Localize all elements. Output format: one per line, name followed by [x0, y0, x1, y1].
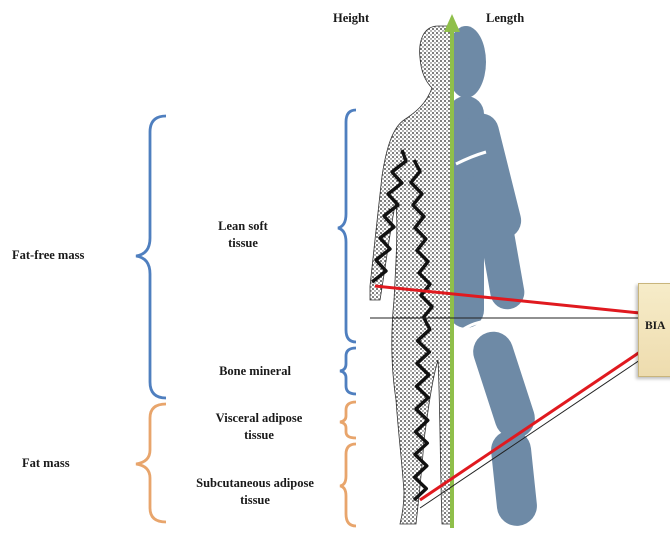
subcutaneous-adipose-bracket	[340, 444, 356, 526]
bia-device-label: BIA	[645, 318, 665, 334]
lean-soft-tissue-label-line1: Lean soft	[218, 218, 268, 234]
fat-free-mass-label: Fat-free mass	[12, 247, 84, 263]
subcutaneous-adipose-label-line2: tissue	[240, 492, 270, 508]
subcutaneous-adipose-label-line1: Subcutaneous adipose	[196, 475, 314, 491]
left-group-brackets	[136, 116, 166, 522]
length-label: Length	[486, 10, 524, 26]
bone-mineral-bracket	[340, 348, 356, 394]
visceral-adipose-label-line2: tissue	[244, 427, 274, 443]
segment-shank	[489, 428, 539, 528]
fat-mass-bracket	[136, 404, 166, 522]
visceral-adipose-label-line1: Visceral adipose	[216, 410, 303, 426]
fat-mass-label: Fat mass	[22, 455, 70, 471]
fat-free-mass-bracket	[136, 116, 166, 398]
bone-mineral-label: Bone mineral	[219, 363, 291, 379]
lean-soft-tissue-bracket	[338, 110, 356, 342]
lean-soft-tissue-label-line2: tissue	[228, 235, 258, 251]
compartment-brackets	[338, 110, 356, 526]
height-label: Height	[333, 10, 369, 26]
visceral-adipose-bracket	[340, 402, 356, 438]
